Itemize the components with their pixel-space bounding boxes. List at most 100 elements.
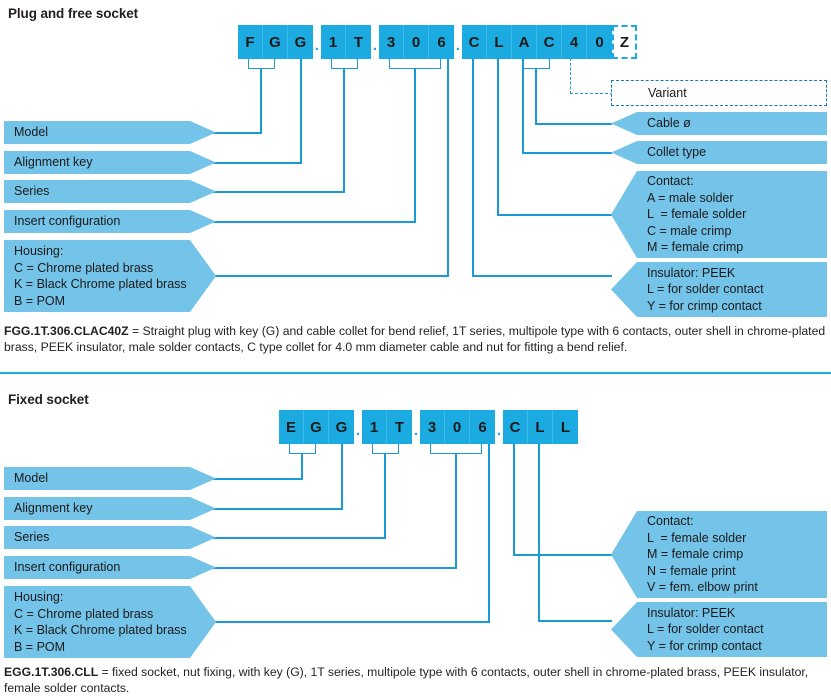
connector-insert-v [414,68,416,222]
connector-housing-v [488,444,490,622]
code-cell: A [512,25,537,59]
section-divider [0,372,831,374]
connector-insulator-v [538,444,540,621]
code-separator: . [496,422,502,439]
connector-variant-h [570,93,613,94]
flag-variant: Variant [611,80,827,106]
flag-label: Insert configuration [14,214,121,229]
flag-label: Housing: C = Chrome plated brass K = Bla… [14,590,187,654]
code-cell: 1 [362,410,387,444]
flag-label: Cable ø [647,116,691,131]
connector-insert-v [455,453,457,568]
code-separator: . [314,37,320,54]
flag-contact: Contact: L = female solder M = female cr… [611,511,827,598]
connector-contact-v [513,444,515,555]
code-separator: . [372,37,378,54]
flag-insert-configuration: Insert configuration [4,556,216,579]
code-cell-variant: Z [612,25,637,59]
section-title-plug: Plug and free socket [8,6,139,21]
connector-series-h [212,191,345,193]
connector-model-v [260,68,262,133]
flag-label: Housing: C = Chrome plated brass K = Bla… [14,244,187,308]
connector-insulator-h [538,620,612,622]
flag-label: Alignment key [14,155,93,170]
caption-text: = fixed socket, nut fixing, with key (G)… [4,665,809,695]
code-group-model: E G G [279,410,354,444]
code-cell: 6 [478,418,487,436]
code-cell: 3 [420,410,445,444]
caption-plug: FGG.1T.306.CLAC40Z = Straight plug with … [4,324,831,355]
code-group-suffix: C L A C 4 0 [462,25,612,59]
connector-alignkey-h [212,162,302,164]
flag-insert-configuration: Insert configuration [4,210,216,233]
flag-label: Insulator: PEEK L = for solder contact Y… [647,265,764,313]
flag-label: Collet type [647,145,707,160]
connector-collet-h [522,152,612,154]
code-group-suffix: C L L [503,410,578,444]
flag-label: Variant [648,85,687,100]
caption-text: = Straight plug with key (G) and cable c… [4,324,826,354]
flag-housing: Housing: C = Chrome plated brass K = Bla… [4,586,216,658]
connector-contact-v [497,59,499,215]
connector-alignkey-v [341,444,343,509]
caption-code: FGG.1T.306.CLAC40Z [4,324,129,338]
flag-collet-type: Collet type [611,141,827,164]
connector-alignkey-v [300,59,302,163]
connector-collet-v [522,59,524,153]
connector-housing-h [212,621,490,623]
code-group-insert: 3 0 6 [379,25,454,59]
flag-label: Model [14,471,49,486]
code-cell: 6 [437,33,446,51]
flag-cable-diameter: Cable ø [611,112,827,135]
connector-cable-h [535,123,612,125]
code-cell: L [560,418,571,436]
flag-label: Alignment key [14,501,93,516]
connector-housing-v [447,59,449,276]
flag-label: Insert configuration [14,560,121,575]
connector-cable-v [535,68,537,124]
connector-series-h [212,537,386,539]
code-cell: G [304,410,329,444]
code-cell: L [487,25,512,59]
flag-insulator: Insulator: PEEK L = for solder contact Y… [611,262,827,317]
code-cell: C [462,25,487,59]
part-code-plug: F G G . 1 T . 3 0 6 . C L A C 4 0 Z [238,25,637,59]
connector-model-h [212,132,262,134]
flag-contact: Contact: A = male solder L = female sold… [611,171,827,258]
code-cell: 0 [595,33,604,51]
code-separator: . [455,37,461,54]
caption-socket: EGG.1T.306.CLL = fixed socket, nut fixin… [4,665,831,696]
connector-insulator-h [472,275,612,277]
flag-model: Model [4,467,216,490]
code-separator: . [355,422,361,439]
flag-label: Series [14,184,50,199]
flag-series: Series [4,526,216,549]
connector-insulator-v [472,59,474,276]
connector-model-h [212,478,303,480]
code-cell: G [335,418,348,436]
code-cell: F [238,25,263,59]
code-cell: T [394,418,405,436]
code-group-series: 1 T [362,410,412,444]
code-cell: G [294,33,307,51]
code-cell: 0 [445,410,470,444]
code-cell: 1 [321,25,346,59]
connector-insert-h [212,221,416,223]
part-code-socket: E G G . 1 T . 3 0 6 . C L L [279,410,578,444]
connector-housing-h [212,275,449,277]
connector-contact-h [497,214,612,216]
flag-label: Contact: A = male solder L = female sold… [647,174,747,255]
code-separator: . [413,422,419,439]
code-cell: C [503,410,528,444]
variant-notch-icon [612,81,626,105]
connector-series-v [384,453,386,538]
flag-model: Model [4,121,216,144]
code-cell: C [537,25,562,59]
flag-housing: Housing: C = Chrome plated brass K = Bla… [4,240,216,312]
flag-label: Insulator: PEEK L = for solder contact Y… [647,605,764,653]
flag-label: Series [14,530,50,545]
flag-label: Model [14,125,49,140]
section-title-socket: Fixed socket [8,392,89,407]
code-group-model: F G G [238,25,313,59]
code-cell: 3 [379,25,404,59]
